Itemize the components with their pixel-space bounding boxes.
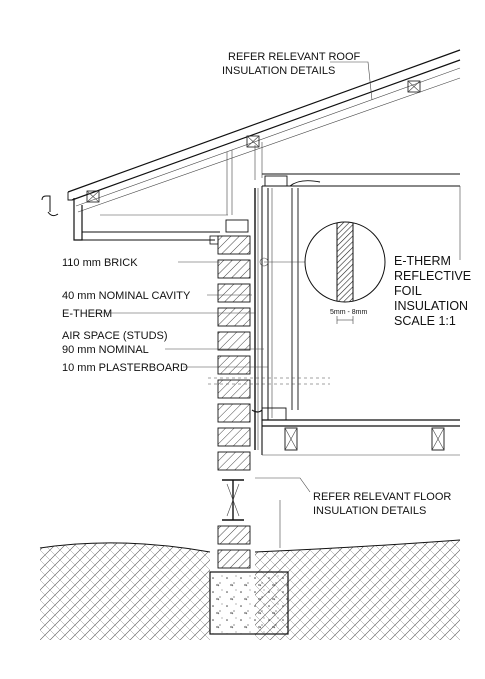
roof-assembly [67,49,461,215]
eaves-soffit [82,214,228,245]
brick-label: 110 mm BRICK [62,257,138,269]
ceiling [262,173,461,410]
bearer-and-piers [217,479,251,569]
roof-batten [86,190,100,203]
brick-veneer-wall [208,186,330,471]
etherm-label: E-THERM [62,308,112,320]
air-space-label: AIR SPACE (STUDS) [62,330,168,342]
floor-assembly [262,419,460,456]
detail-title-line2: REFLECTIVE [394,269,471,283]
cavity-label: 40 mm NOMINAL CAVITY [62,290,191,302]
roof-reference-label-2: INSULATION DETAILS [222,65,335,77]
gutter [41,195,83,241]
ground-soil [39,539,461,640]
air-space-label-2: 90 mm NOMINAL [62,344,149,356]
foil-thickness-dimension: 5mm - 8mm [330,309,368,316]
detail-title-line3: FOIL [394,284,422,298]
roof-reference-label: REFER RELEVANT ROOF [228,51,361,63]
detail-title-line4: INSULATION [394,299,468,313]
brick-course [217,235,251,471]
floor-reference-label: REFER RELEVANT FLOOR [313,491,451,503]
roof-batten [246,135,260,148]
leader-lines [90,61,373,548]
roof-batten [407,80,421,93]
detail-title-line1: E-THERM [394,254,451,268]
plasterboard-label: 10 mm PLASTERBOARD [62,362,188,374]
floor-joist [284,427,298,451]
detail-scale-label: SCALE 1:1 [394,314,456,328]
floor-reference-label-2: INSULATION DETAILS [313,505,426,517]
floor-joist [431,427,445,451]
concrete-footing [209,571,289,635]
foil-detail-callout [304,221,386,324]
